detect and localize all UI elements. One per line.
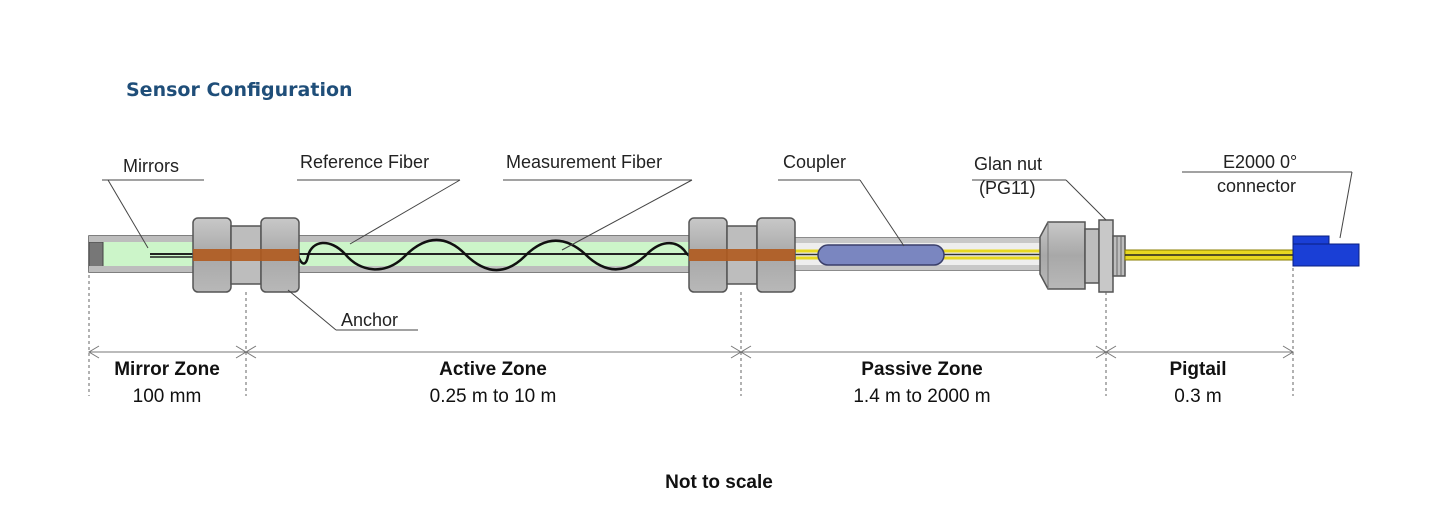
zone-active-name: Active Zone [439, 359, 547, 380]
zone-dimension-arrows [88, 345, 1294, 359]
label-mirrors: Mirrors [123, 156, 179, 176]
label-reference-fiber: Reference Fiber [300, 152, 429, 172]
zone-boundary-lines [88, 268, 1294, 396]
right-nut-assembly [688, 217, 796, 293]
zone-passive-range: 1.4 m to 2000 m [853, 386, 990, 407]
mirror-end-cap [88, 241, 104, 269]
label-glan-nut-spec: (PG11) [979, 178, 1036, 198]
label-anchor: Anchor [341, 310, 398, 330]
zone-active-range: 0.25 m to 10 m [430, 386, 557, 407]
e2000-connector [1292, 235, 1360, 267]
left-nut-assembly [192, 217, 300, 293]
label-glan-nut: Glan nut [974, 154, 1042, 174]
zone-pigtail-name: Pigtail [1169, 359, 1226, 380]
coupler [817, 244, 945, 266]
zone-passive-name: Passive Zone [861, 359, 982, 380]
glan-nut [1039, 219, 1126, 293]
measurement-fiber-wave [296, 238, 693, 272]
pigtail-cable [1124, 249, 1296, 261]
label-connector: E2000 0° [1223, 152, 1297, 172]
zone-mirror-name: Mirror Zone [114, 359, 220, 380]
zone-pigtail-range: 0.3 m [1174, 386, 1222, 407]
diagram-title: Sensor Configuration [126, 79, 353, 101]
zone-mirror-range: 100 mm [133, 386, 202, 407]
label-coupler: Coupler [783, 152, 846, 172]
not-to-scale-note: Not to scale [665, 472, 773, 493]
label-measurement-fiber: Measurement Fiber [506, 152, 662, 172]
label-connector-type: connector [1217, 176, 1296, 196]
callout-lines [102, 171, 1353, 331]
